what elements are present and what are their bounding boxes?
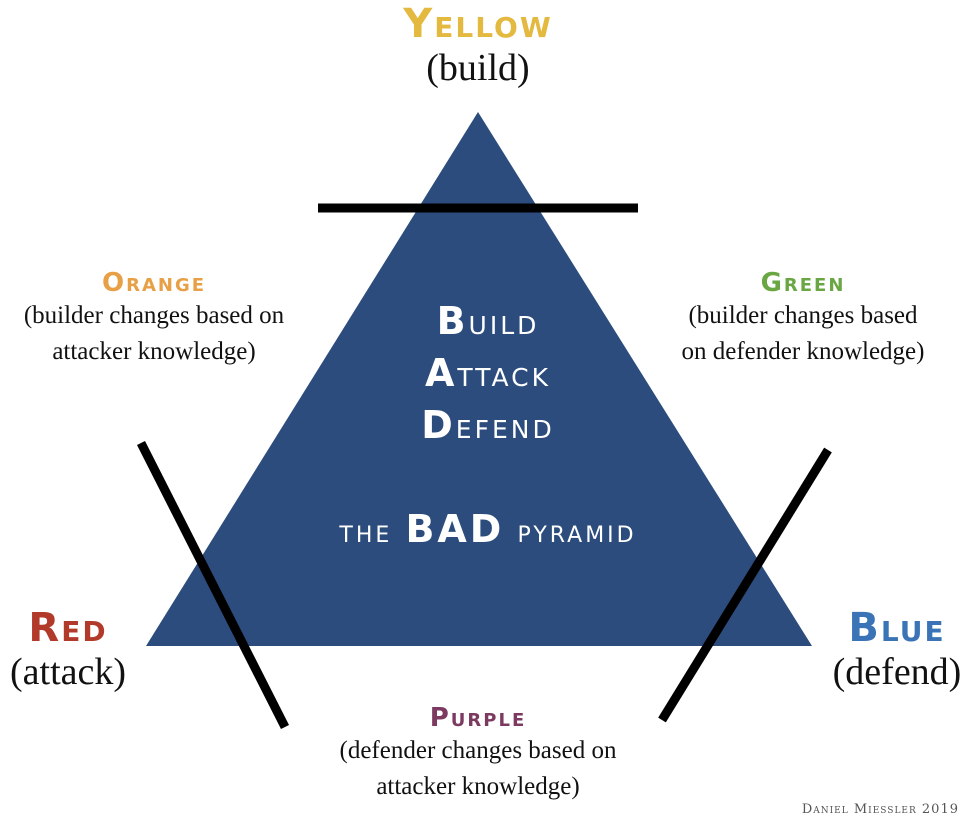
purple-title: Purple bbox=[429, 703, 527, 733]
right-divider-bar bbox=[658, 447, 832, 723]
pyramid-word-build: Build bbox=[436, 299, 540, 343]
pyramid-triangle bbox=[146, 112, 812, 646]
orange-label-group: Orange (builder changes based on attacke… bbox=[4, 268, 304, 370]
red-label-group: Red (attack) bbox=[0, 606, 136, 694]
green-label-group: Green (builder changes based on defender… bbox=[658, 268, 948, 370]
purple-line-1: (defender changes based on bbox=[339, 737, 617, 764]
orange-line-2: attacker knowledge) bbox=[52, 338, 256, 365]
orange-title: Orange bbox=[101, 268, 207, 298]
green-line-2: on defender knowledge) bbox=[681, 338, 925, 365]
pyramid-words: Build Attack Defend bbox=[368, 296, 608, 452]
purple-label-group: Purple (defender changes based on attack… bbox=[318, 703, 638, 805]
blue-title: Blue bbox=[848, 605, 946, 651]
caption-pre: the bbox=[339, 512, 406, 550]
left-divider-bar bbox=[136, 440, 290, 730]
red-title: Red bbox=[28, 605, 108, 651]
yellow-subtitle: (build) bbox=[426, 47, 530, 89]
red-subtitle: (attack) bbox=[9, 651, 127, 693]
pyramid-word-attack: Attack bbox=[424, 351, 552, 395]
green-line-1: (builder changes based bbox=[688, 302, 918, 329]
orange-line-1: (builder changes based on bbox=[23, 302, 285, 329]
pyramid-word-defend: Defend bbox=[421, 403, 555, 447]
yellow-label-group: Yellow (build) bbox=[378, 2, 578, 90]
green-title: Green bbox=[760, 268, 846, 298]
caption-post: pyramid bbox=[504, 512, 637, 550]
yellow-title: Yellow bbox=[403, 1, 553, 47]
pyramid-caption: the BAD pyramid bbox=[298, 504, 678, 556]
blue-subtitle: (defend) bbox=[832, 651, 962, 693]
credit-text: Daniel Miessler 2019 bbox=[801, 802, 959, 817]
caption-bold: BAD bbox=[405, 507, 505, 551]
blue-label-group: Blue (defend) bbox=[822, 606, 972, 694]
purple-line-2: attacker knowledge) bbox=[376, 773, 580, 800]
